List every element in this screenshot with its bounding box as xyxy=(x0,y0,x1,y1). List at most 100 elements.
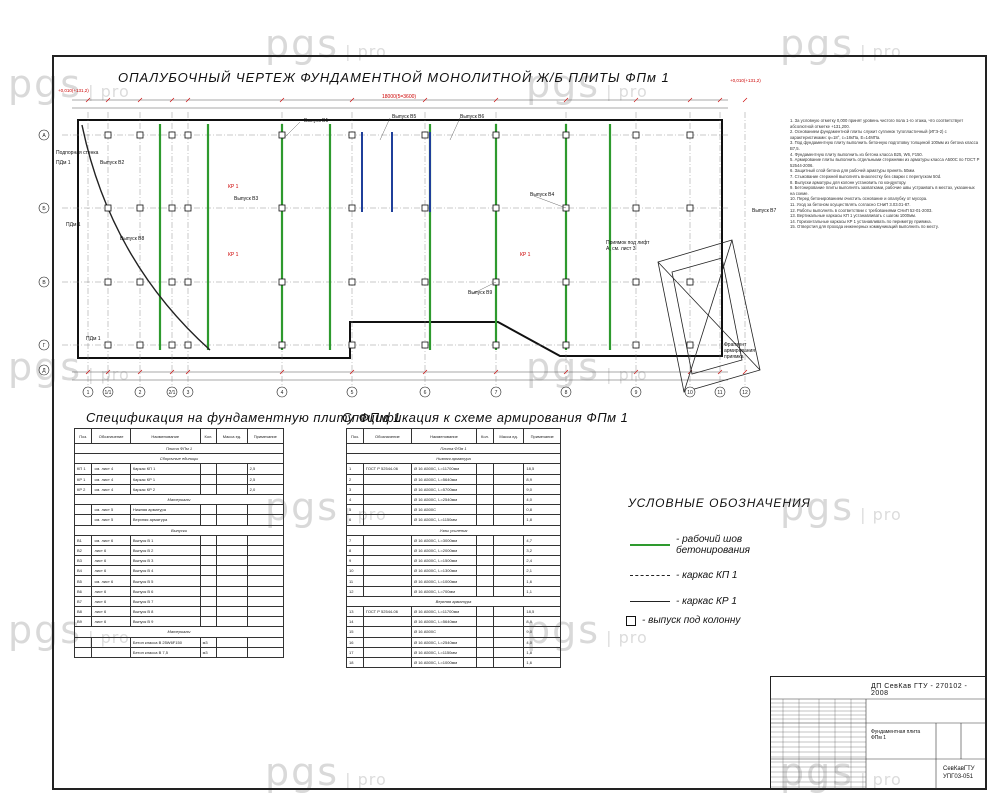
axis-number: 4 xyxy=(281,390,284,396)
table-cell xyxy=(199,483,218,495)
table-cell xyxy=(362,504,412,516)
organization: СевКавГТУ УПГ03-051 xyxy=(943,766,975,780)
column-outlet-icon xyxy=(562,341,570,349)
column-outlet-icon xyxy=(184,341,192,349)
table-cell xyxy=(362,565,412,577)
label-pit-fragment: Фрагмент армирования приямка xyxy=(724,342,755,360)
table-cell xyxy=(199,514,218,526)
table-cell: Ø 16 А500С, L=2540мм xyxy=(410,636,478,648)
table-cell xyxy=(246,595,285,608)
note-line: 11. Уход за бетоном осуществлять согласн… xyxy=(790,201,911,207)
table-cell: 1,8 xyxy=(523,514,561,526)
table-cell xyxy=(246,585,285,597)
table-header-cell: Обозначение xyxy=(362,428,412,444)
dim-tick xyxy=(279,97,285,103)
section-label: Нижняя арматура xyxy=(346,453,561,465)
table-cell xyxy=(492,575,525,587)
table-header-cell: Поз. xyxy=(346,428,364,444)
axis-number: 9 xyxy=(635,390,638,396)
table-cell: м3 xyxy=(199,636,218,648)
table-cell xyxy=(216,646,248,658)
table-cell xyxy=(362,646,412,658)
dim-tick xyxy=(422,369,428,375)
section-label: Выпуски xyxy=(74,524,284,536)
table-cell xyxy=(199,585,218,597)
column-outlet-icon xyxy=(632,341,640,349)
table-cell xyxy=(199,595,218,608)
label-outlet: Выпуск В5 xyxy=(392,114,417,120)
table-cell: В7 xyxy=(73,595,93,608)
table-cell xyxy=(73,504,93,516)
axis-bubble xyxy=(166,386,178,398)
axis-bubble xyxy=(630,386,642,398)
table-cell: Выпуск В 2 xyxy=(129,544,201,557)
column-outlet-icon xyxy=(686,131,694,139)
table-header-cell: Масса ед. xyxy=(216,428,248,444)
axis-letter: В xyxy=(42,280,46,286)
section-label: Плита ФПм 1 xyxy=(74,442,284,455)
axis-bubble xyxy=(82,386,94,398)
slab-outline xyxy=(77,119,723,359)
table-cell xyxy=(216,463,248,475)
table-cell: Каркас КР 2 xyxy=(129,483,201,495)
table-cell: 10 xyxy=(346,565,364,577)
table-header-cell: Наименование xyxy=(410,428,478,444)
table-cell xyxy=(492,646,525,658)
dim-tick xyxy=(633,369,639,375)
table-cell xyxy=(246,646,285,658)
table-cell: Ø 16 А500С, L=3000мм xyxy=(410,534,478,546)
label-outlet: Выпуск В6 xyxy=(460,114,485,120)
axis-number: 5 xyxy=(351,390,354,396)
table-cell xyxy=(216,534,248,546)
table-cell xyxy=(216,605,248,618)
table-cell xyxy=(362,514,412,526)
note-line: 14. Горизонтальные каркасы КР 1 устанавл… xyxy=(790,218,932,224)
table-cell xyxy=(199,555,218,567)
table-cell: 15 xyxy=(346,626,364,638)
table-cell xyxy=(492,585,525,597)
table-cell xyxy=(216,555,248,567)
general-notes: 1. За условную отметку 0,000 принят уров… xyxy=(790,118,980,230)
table-cell xyxy=(199,534,218,546)
table-cell xyxy=(492,493,525,506)
table-cell: ГОСТ Р 52544-06 xyxy=(362,605,412,618)
note-line: 2. Основанием фундаментной плиты служит … xyxy=(790,129,947,140)
kp1-frames xyxy=(361,132,431,212)
table-cell xyxy=(199,473,218,485)
column-outlet-icon xyxy=(168,131,176,139)
dim-tick xyxy=(105,97,111,103)
level-mark-right: +0,010(+131,2) xyxy=(730,78,761,83)
dim-tick xyxy=(185,369,191,375)
table-cell: 9,0 xyxy=(523,626,561,638)
axis-number: 10 xyxy=(687,390,693,396)
table-cell xyxy=(246,555,285,567)
table-cell xyxy=(216,585,248,597)
table-cell xyxy=(476,473,494,485)
column-outlet-icon xyxy=(168,341,176,349)
label-pdm: ПДм 1 xyxy=(56,160,71,166)
table-cell: 1,1 xyxy=(523,585,561,597)
column-outlet-icon xyxy=(348,341,356,349)
table-cell: Ø 16 А500С, L=700мм xyxy=(410,585,478,597)
column-outlet-icon xyxy=(278,341,286,349)
table-cell: КР 2 xyxy=(73,483,93,495)
table-cell xyxy=(476,565,494,577)
axis-bubble xyxy=(38,202,50,214)
dim-tick xyxy=(85,369,91,375)
table-cell xyxy=(492,514,525,526)
table-cell: Выпуск В 3 xyxy=(129,555,201,567)
table-cell xyxy=(476,483,494,495)
table-cell xyxy=(199,463,218,475)
table-cell xyxy=(216,595,248,608)
table-cell xyxy=(246,575,285,587)
table-cell: В1 xyxy=(73,534,93,546)
table-cell xyxy=(362,555,412,567)
table-row: Сборочные единицы xyxy=(74,453,284,465)
table-cell: 6 xyxy=(346,514,364,526)
table-row: Материалы xyxy=(74,626,284,638)
